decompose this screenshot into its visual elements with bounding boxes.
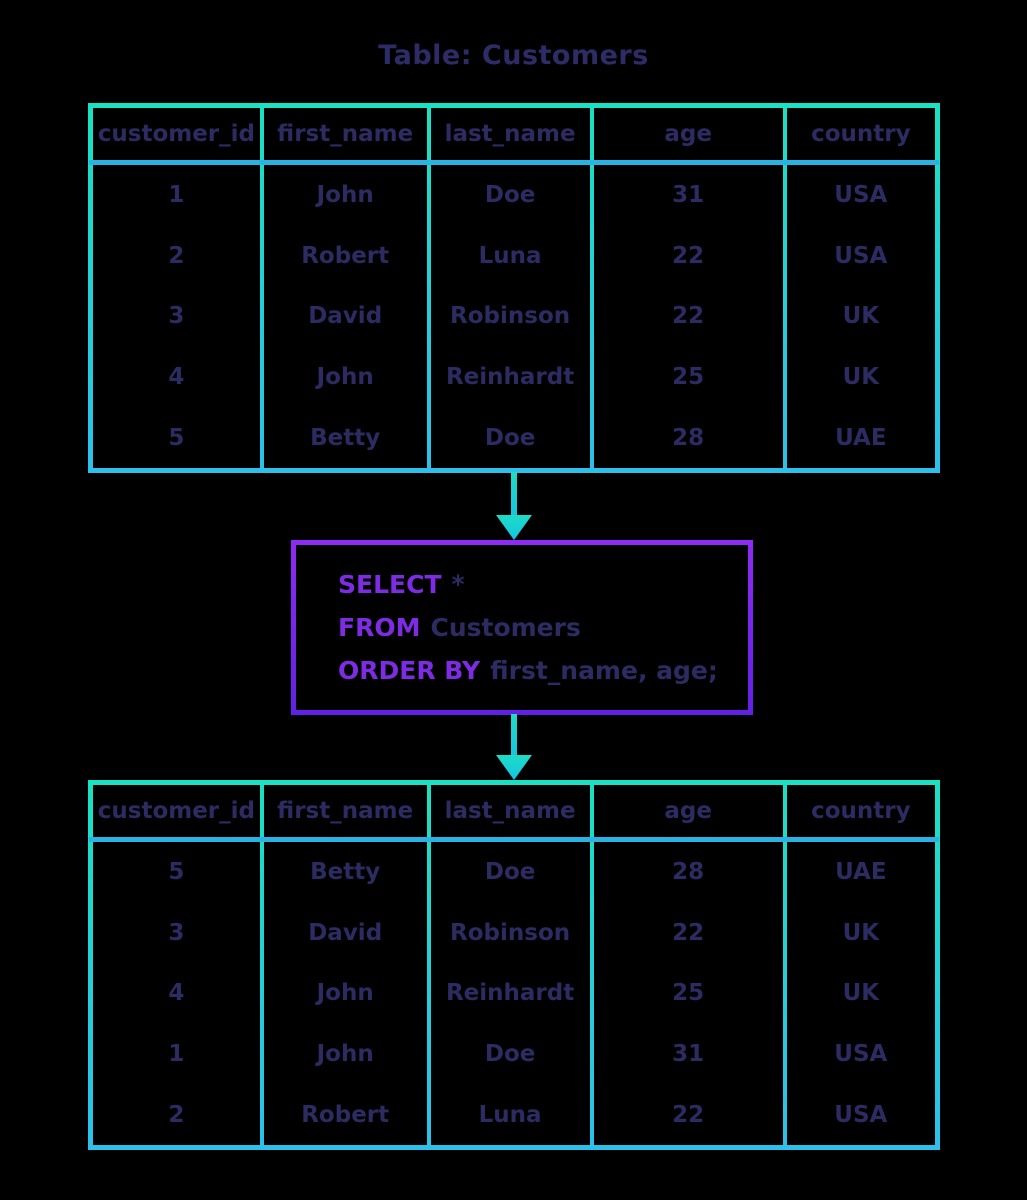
table-column-age: 31 22 22 25 28 (593, 165, 783, 468)
table-cell: 22 (672, 242, 705, 269)
table-column-customer-id: 5 3 4 1 2 (93, 842, 260, 1145)
sql-query-box: SELECT * FROM Customers ORDER BY first_name… (291, 540, 753, 715)
header-separator (89, 837, 939, 842)
table-column-first-name: John Robert David John Betty (263, 165, 427, 468)
table-cell: 5 (168, 859, 185, 886)
table-cell: Luna (478, 1101, 542, 1128)
arrow-down-icon (496, 714, 532, 780)
table-cell: 22 (672, 303, 705, 330)
table-cell: 3 (168, 919, 185, 946)
table-cell: USA (834, 1101, 888, 1128)
table-cell: Reinhardt (445, 980, 575, 1007)
table-cell: USA (834, 182, 888, 209)
table-cell: 2 (168, 1101, 185, 1128)
column-header: customer_id (93, 108, 260, 160)
table-cell: 2 (168, 242, 185, 269)
table-cell: David (308, 919, 383, 946)
table-cell: 31 (672, 182, 705, 209)
table-column-last-name: Doe Luna Robinson Reinhardt Doe (430, 165, 590, 468)
table-cell: USA (834, 1041, 888, 1068)
arrow-down-icon (496, 472, 532, 540)
table-cell: Betty (310, 424, 381, 451)
sql-code: Customers (430, 613, 581, 642)
table-cell: Doe (484, 1041, 536, 1068)
table-cell: 28 (672, 424, 705, 451)
column-header: age (593, 108, 783, 160)
sql-keyword: FROM (338, 613, 421, 642)
table-cell: UK (842, 303, 880, 330)
table-column-first-name: Betty David John John Robert (263, 842, 427, 1145)
column-header: country (786, 108, 935, 160)
sql-code: * (451, 570, 465, 599)
table-cell: 3 (168, 303, 185, 330)
table-cell: 25 (672, 364, 705, 391)
table-cell: Robinson (450, 919, 571, 946)
table-cell: USA (834, 242, 888, 269)
header-separator (89, 160, 939, 165)
table-cell: 4 (168, 364, 185, 391)
source-table: customer_id first_name last_name age cou… (88, 103, 940, 473)
table-cell: 25 (672, 980, 705, 1007)
sql-code: first_name, age; (490, 656, 718, 685)
column-header: first_name (263, 108, 427, 160)
sql-query-text: SELECT * FROM Customers ORDER BY first_name… (296, 545, 748, 710)
sql-line: ORDER BY first_name, age; (338, 649, 748, 692)
table-column-age: 28 22 25 31 22 (593, 842, 783, 1145)
table-cell: 28 (672, 859, 705, 886)
table-cell: Doe (484, 182, 536, 209)
table-cell: Robert (301, 1101, 390, 1128)
sql-line: FROM Customers (338, 606, 748, 649)
table-cell: 4 (168, 980, 185, 1007)
table-cell: Doe (484, 424, 536, 451)
table-cell: 1 (168, 182, 185, 209)
sql-line: SELECT * (338, 563, 748, 606)
table-column-customer-id: 1 2 3 4 5 (93, 165, 260, 468)
table-cell: John (316, 364, 374, 391)
column-header: age (593, 785, 783, 837)
sql-keyword: SELECT (338, 570, 442, 599)
table-cell: UAE (835, 424, 887, 451)
table-cell: Reinhardt (445, 364, 575, 391)
table-column-country: UAE UK UK USA USA (786, 842, 935, 1145)
column-header: last_name (430, 785, 590, 837)
column-header: customer_id (93, 785, 260, 837)
table-cell: 1 (168, 1041, 185, 1068)
table-cell: Doe (484, 859, 536, 886)
table-cell: Robert (301, 242, 390, 269)
table-cell: 31 (672, 1041, 705, 1068)
table-cell: 22 (672, 1101, 705, 1128)
sql-keyword: ORDER BY (338, 656, 481, 685)
table-cell: UK (842, 364, 880, 391)
column-header: first_name (263, 785, 427, 837)
table-cell: John (316, 980, 374, 1007)
table-cell: UAE (835, 859, 887, 886)
table-cell: 5 (168, 424, 185, 451)
table-cell: John (316, 182, 374, 209)
column-header: country (786, 785, 935, 837)
table-cell: 22 (672, 919, 705, 946)
table-cell: UK (842, 980, 880, 1007)
column-header: last_name (430, 108, 590, 160)
table-cell: UK (842, 919, 880, 946)
table-cell: Luna (478, 242, 542, 269)
table-cell: Betty (310, 859, 381, 886)
result-table: customer_id first_name last_name age cou… (88, 780, 940, 1150)
table-cell: Robinson (450, 303, 571, 330)
table-cell: John (316, 1041, 374, 1068)
table-column-country: USA USA UK UK UAE (786, 165, 935, 468)
page-title: Table: Customers (378, 40, 649, 71)
table-column-last-name: Doe Robinson Reinhardt Doe Luna (430, 842, 590, 1145)
table-cell: David (308, 303, 383, 330)
